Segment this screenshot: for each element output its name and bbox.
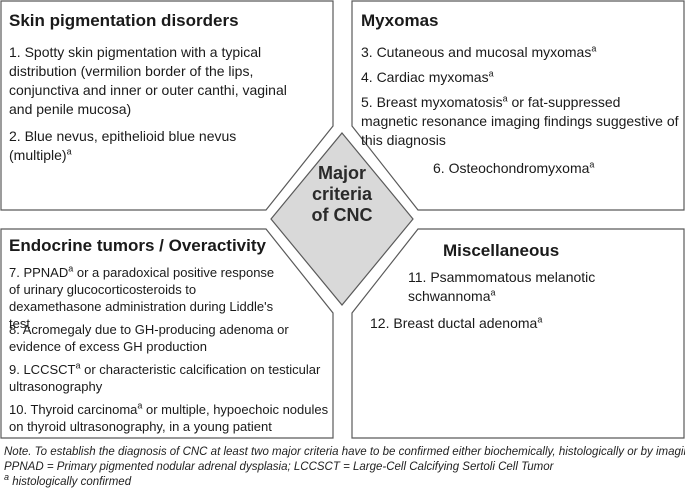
endocrine-title: Endocrine tumors / Overactivity xyxy=(9,236,266,255)
misc-title: Miscellaneous xyxy=(443,241,560,260)
criterion-4-sup: a xyxy=(488,68,494,79)
criterion-10: 10. Thyroid carcinomaa or multiple, hypo… xyxy=(9,401,331,435)
criterion-7-text-a: 7. PPNAD xyxy=(9,265,69,280)
center-diamond xyxy=(270,132,414,306)
misc-panel-border xyxy=(351,228,685,439)
criterion-9-text-a: 9. LCCSCT xyxy=(9,362,76,377)
note-line-3-text: histologically confirmed xyxy=(9,476,132,488)
criterion-7-text-b: or a paradoxical positive response of ur… xyxy=(9,265,275,331)
criterion-12-sup: a xyxy=(537,314,543,325)
criterion-5-text-b: or fat-suppressed magnetic resonance ima… xyxy=(361,94,679,148)
criterion-12-text: 12. Breast ductal adenoma xyxy=(370,315,538,331)
criterion-2-sup: a xyxy=(66,146,72,157)
criterion-6-text: 6. Osteochondromyxoma xyxy=(433,160,590,176)
criterion-5: 5. Breast myxomatosisa or fat-suppressed… xyxy=(361,93,679,150)
criterion-10-text-b: or multiple, hypoechoic nodules on thyro… xyxy=(9,402,329,434)
skin-panel-border xyxy=(0,0,334,211)
myxomas-title: Myxomas xyxy=(361,11,439,30)
criterion-9: 9. LCCSCTa or characteristic calcificati… xyxy=(9,361,324,395)
center-label-line3: of CNC xyxy=(311,205,373,225)
endocrine-panel-border xyxy=(0,228,334,439)
criterion-4-text: 4. Cardiac myxomas xyxy=(361,69,489,85)
criterion-7: 7. PPNADa or a paradoxical positive resp… xyxy=(9,264,279,332)
criterion-2: 2. Blue nevus, epithelioid blue nevus (m… xyxy=(9,127,249,165)
note-line-1: Note. To establish the diagnosis of CNC … xyxy=(4,446,685,458)
panel-frames xyxy=(0,0,685,439)
criterion-6: 6. Osteochondromyxomaa xyxy=(433,159,683,178)
criterion-6-sup: a xyxy=(589,159,595,170)
criterion-12: 12. Breast ductal adenomaa xyxy=(370,314,670,333)
criterion-3-text: 3. Cutaneous and mucosal myxomas xyxy=(361,44,592,60)
criterion-11-sup: a xyxy=(490,287,496,298)
criterion-9-sup: a xyxy=(75,360,81,371)
criterion-11: 11. Psammomatous melanotic schwannomaa xyxy=(408,268,678,306)
criterion-9-text-b: or characteristic calcification on testi… xyxy=(9,362,321,394)
myxomas-panel-border xyxy=(351,0,685,211)
criterion-10-sup: a xyxy=(137,400,143,411)
criterion-2-text: 2. Blue nevus, epithelioid blue nevus (m… xyxy=(9,128,237,163)
center-label-line2: criteria xyxy=(311,184,373,204)
note-line-2: PPNAD = Primary pigmented nodular adrena… xyxy=(4,461,554,473)
center-label: Major criteria of CNC xyxy=(277,163,407,226)
criterion-7-sup: a xyxy=(68,263,74,274)
criterion-11-text: 11. Psammomatous melanotic schwannoma xyxy=(408,269,596,304)
criterion-4: 4. Cardiac myxomasa xyxy=(361,68,681,87)
criterion-1: 1. Spotty skin pigmentation with a typic… xyxy=(9,44,287,117)
note-line-3-sup: a xyxy=(4,472,10,483)
skin-title: Skin pigmentation disorders xyxy=(9,11,239,30)
criterion-3: 3. Cutaneous and mucosal myxomasa xyxy=(361,43,681,62)
criterion-10-text-a: 10. Thyroid carcinoma xyxy=(9,402,138,417)
criterion-5-sup: a xyxy=(502,93,508,104)
criterion-8: 8. Acromegaly due to GH-producing adenom… xyxy=(9,322,289,354)
center-label-line1: Major xyxy=(317,163,366,183)
criterion-5-text-a: 5. Breast myxomatosis xyxy=(361,94,503,110)
note-line-3: a histologically confirmed xyxy=(4,473,132,488)
criterion-3-sup: a xyxy=(591,43,597,54)
